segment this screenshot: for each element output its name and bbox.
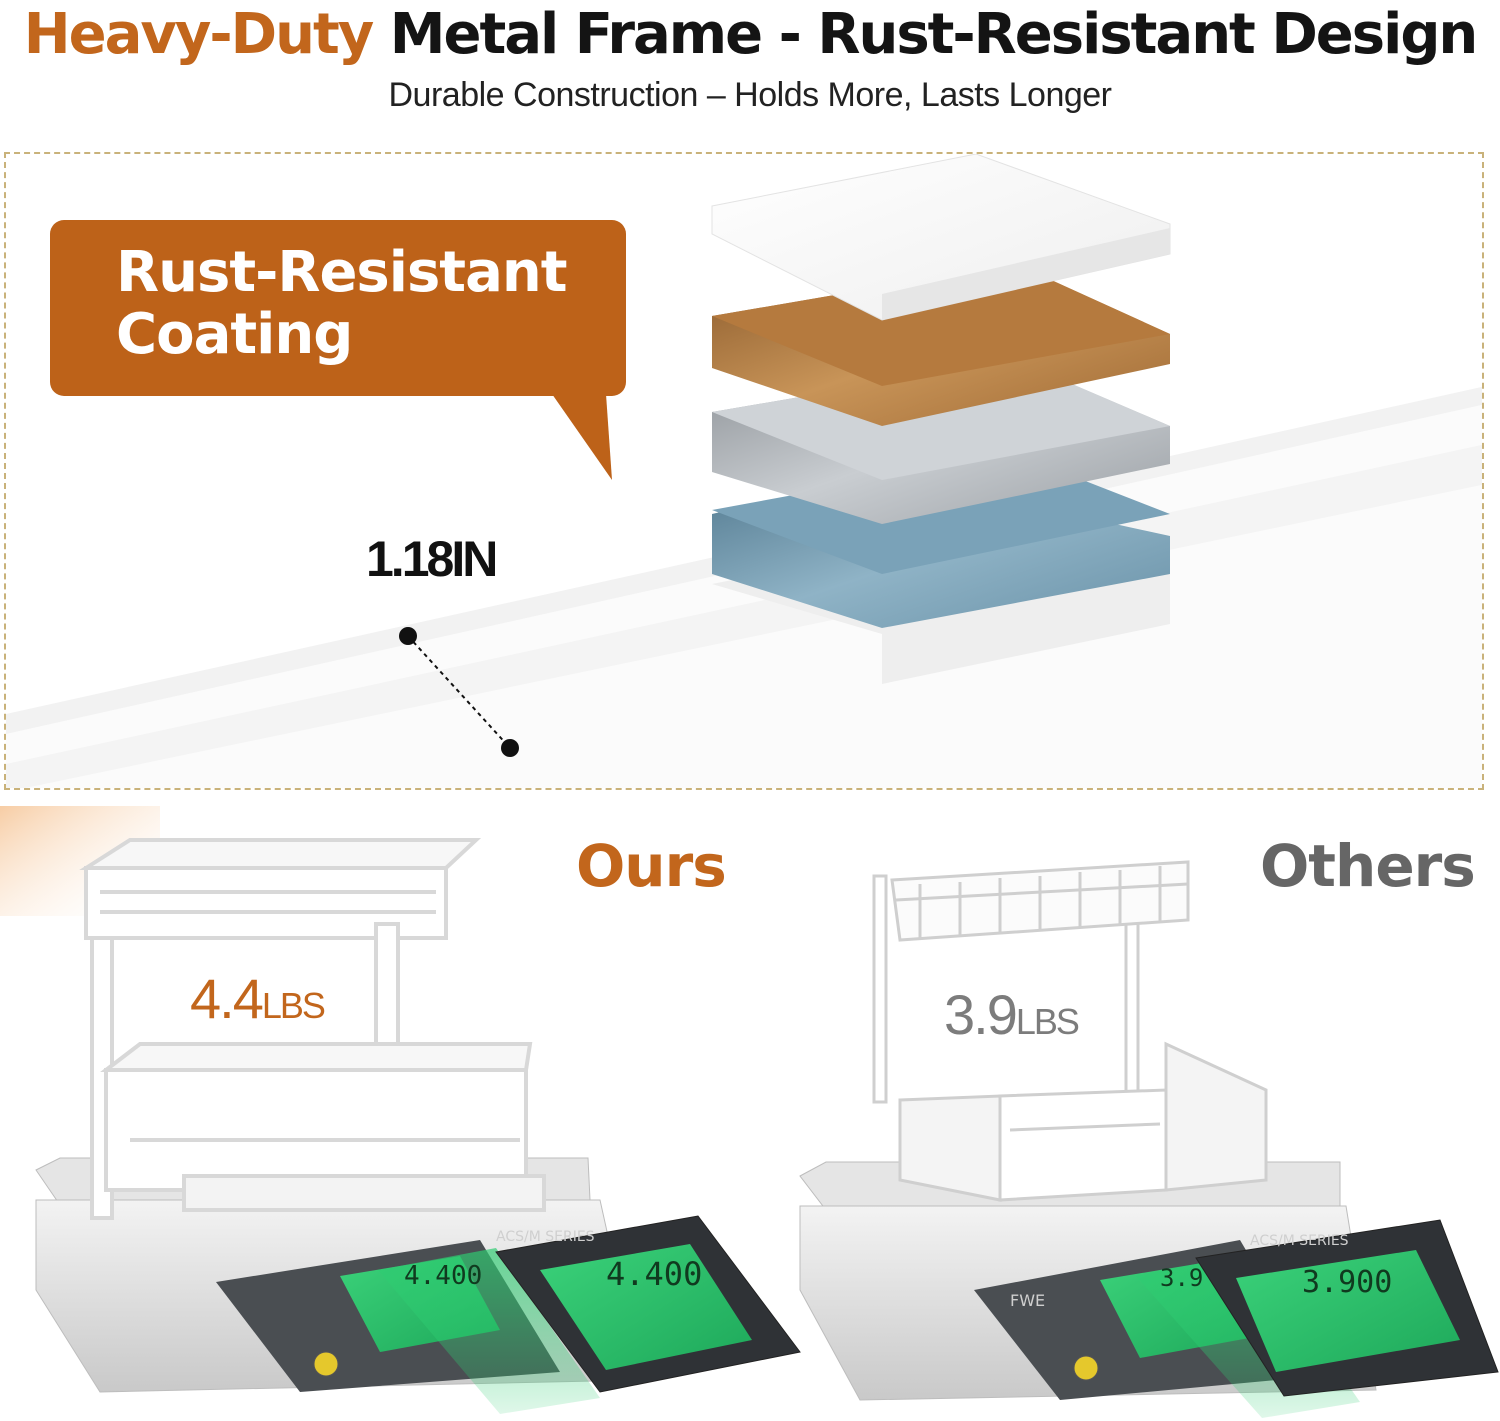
others-scale-reading: 3.9 (1160, 1264, 1203, 1292)
dimension-line (407, 635, 511, 749)
subheadline: Durable Construction – Holds More, Lasts… (388, 76, 1113, 114)
others-weight-unit: LBS (1015, 1001, 1080, 1042)
ours-weight-unit: LBS (261, 985, 326, 1026)
level-bubble-icon (313, 1351, 339, 1377)
ours-scale: ACS/M SERIES 4.400 4.400 (35, 1157, 801, 1414)
coating-callout-text: Rust-Resistant Coating (116, 242, 616, 366)
headline: Heavy-Duty Metal Frame - Rust-Resistant … (0, 2, 1500, 67)
others-scale-reading-zoom: 3.900 (1302, 1265, 1392, 1300)
coating-illustration (6, 154, 1482, 788)
headline-accent: Heavy-Duty (23, 2, 375, 67)
dimension-marker-icon (501, 739, 519, 757)
others-brand-label: FWE (1010, 1291, 1045, 1310)
ours-scale-reading: 4.400 (404, 1261, 482, 1291)
others-label: Others (1260, 832, 1476, 900)
coating-callout (50, 220, 626, 396)
ours-label: Ours (576, 832, 727, 900)
dimension-marker-icon (399, 627, 417, 645)
others-weight: 3.9LBS (944, 982, 1080, 1047)
coating-panel (4, 152, 1484, 790)
others-weight-value: 3.9 (944, 983, 1018, 1046)
thickness-label: 1.18IN (366, 531, 498, 587)
ours-series-label: ACS/M SERIES (496, 1229, 595, 1245)
others-series-label: ACS/M SERIES (1250, 1233, 1349, 1249)
callout-line-2: Coating (116, 302, 353, 367)
level-bubble-icon (1073, 1355, 1099, 1381)
callout-line-1: Rust-Resistant (116, 240, 568, 305)
others-scale: FWE ACS/M SERIES 3.9 3.900 (799, 1161, 1499, 1418)
headline-rest: Metal Frame - Rust-Resistant Design (389, 2, 1479, 67)
ours-weight-value: 4.4 (190, 967, 264, 1030)
ours-weight: 4.4LBS (190, 966, 326, 1031)
ours-scale-reading-zoom: 4.400 (606, 1255, 702, 1293)
callout-pointer (552, 394, 612, 480)
